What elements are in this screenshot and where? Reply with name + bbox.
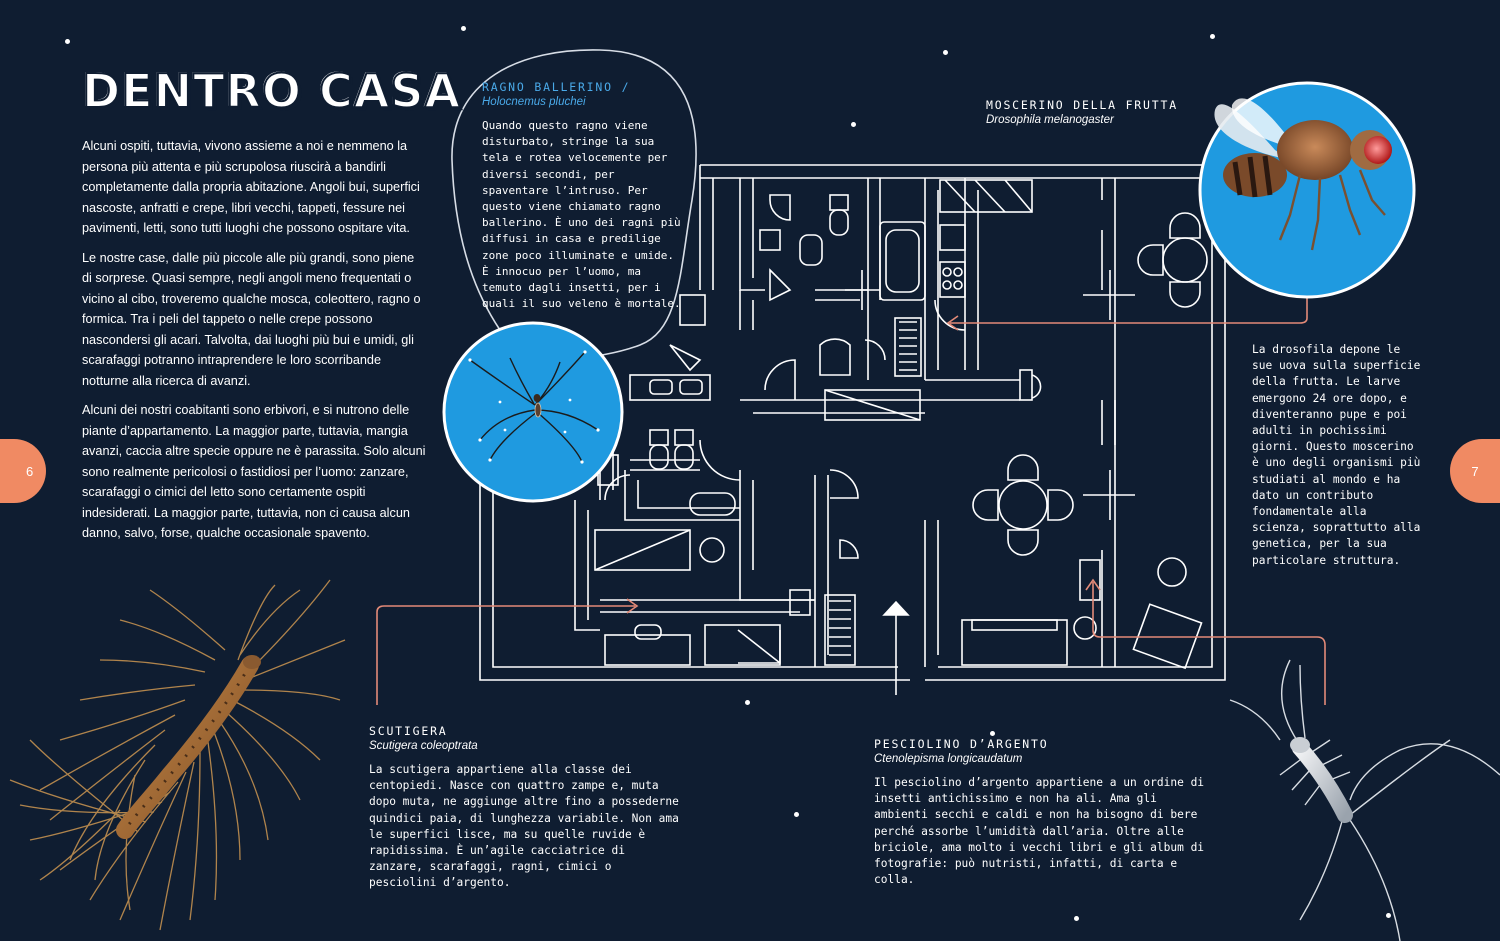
intro-paragraph: Alcuni ospiti, tuttavia, vivono assieme …: [82, 139, 420, 235]
star-decoration: [461, 26, 466, 31]
star-decoration: [745, 700, 750, 705]
spider-speech-bubble: [451, 49, 697, 359]
page-title: DENTRO CASA: [81, 63, 462, 119]
silverfish-caption: PESCIOLINO D’ARGENTO Ctenolepisma longic…: [874, 737, 1209, 888]
spider-caption: RAGNO BALLERINO / Holocnemus pluchei Qua…: [482, 80, 682, 312]
intro-text: Alcuni ospiti, tuttavia, vivono assieme …: [82, 136, 427, 553]
fly-name: MOSCERINO DELLA FRUTTA: [986, 98, 1178, 112]
silverfish-name: PESCIOLINO D’ARGENTO: [874, 737, 1049, 751]
entrance-arrow: [882, 600, 910, 695]
fly-caption: MOSCERINO DELLA FRUTTA Drosophila melano…: [986, 98, 1196, 126]
scutigera-caption: SCUTIGERA Scutigera coleoptrata La scuti…: [369, 724, 684, 892]
fly-description: La drosofila depone le sue uova sulla su…: [1252, 343, 1421, 567]
fruit-fly-circle: [1198, 81, 1416, 299]
star-decoration: [1074, 916, 1079, 921]
star-decoration: [794, 812, 799, 817]
pointer-lines: [376, 280, 1326, 705]
star-decoration: [943, 50, 948, 55]
scutigera-illustration: [9, 579, 346, 931]
star-decoration: [851, 122, 856, 127]
intro-paragraph: Alcuni dei nostri coabitanti sono erbivo…: [82, 403, 426, 540]
star-decoration: [1210, 34, 1215, 39]
spider-scientific-name: Holocnemus pluchei: [482, 96, 586, 108]
floor-plan: [479, 164, 1226, 681]
silverfish-description: Il pesciolino d’argento appartiene a un …: [874, 776, 1205, 887]
spider-circle: [442, 321, 624, 503]
star-decoration: [65, 39, 70, 44]
intro-paragraph: Le nostre case, dalle più piccole alle p…: [82, 250, 421, 388]
star-decoration: [990, 731, 995, 736]
silverfish-illustration: [1229, 659, 1500, 941]
scutigera-scientific-name: Scutigera coleoptrata: [369, 740, 478, 752]
silverfish-scientific-name: Ctenolepisma longicaudatum: [874, 753, 1023, 765]
scutigera-name: SCUTIGERA: [369, 724, 448, 738]
spider-description: Quando questo ragno viene disturbato, st…: [482, 119, 681, 311]
fly-scientific-name: Drosophila melanogaster: [986, 114, 1114, 126]
spider-name: RAGNO BALLERINO /: [482, 80, 631, 94]
scutigera-description: La scutigera appartiene alla classe dei …: [369, 763, 679, 890]
page-number-right: 7: [1450, 439, 1500, 503]
star-decoration: [1386, 913, 1391, 918]
page-number-left: 6: [0, 439, 46, 503]
